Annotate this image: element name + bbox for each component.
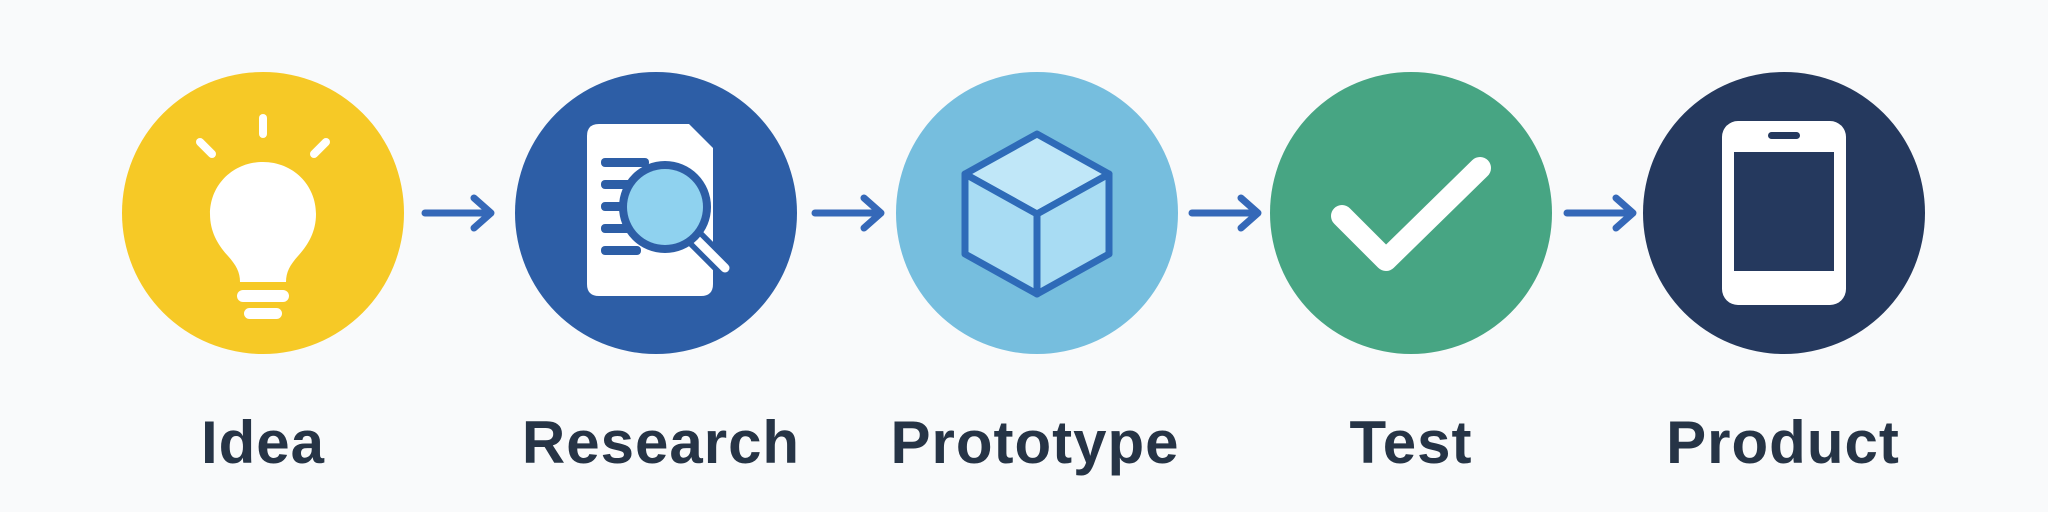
document-magnifier-icon bbox=[587, 124, 735, 296]
lightbulb-icon bbox=[196, 114, 330, 319]
smartphone-icon bbox=[1722, 121, 1846, 305]
step-label-test: Test bbox=[1349, 409, 1473, 476]
step-label-prototype: Prototype bbox=[890, 409, 1180, 476]
step-label-research: Research bbox=[521, 409, 801, 476]
step-product bbox=[1643, 72, 1925, 354]
step-research bbox=[515, 72, 797, 354]
arrow-right-icon bbox=[1563, 194, 1637, 232]
step-label-idea: Idea bbox=[200, 409, 326, 476]
arrow-right-icon bbox=[1188, 194, 1262, 232]
step-prototype bbox=[896, 72, 1178, 354]
arrow-right-icon bbox=[421, 194, 495, 232]
step-test bbox=[1270, 72, 1552, 354]
cube-icon bbox=[961, 130, 1113, 298]
checkmark-icon bbox=[1331, 157, 1491, 271]
arrow-right-icon bbox=[811, 194, 885, 232]
step-label-product: Product bbox=[1666, 409, 1900, 476]
step-idea bbox=[122, 72, 404, 354]
